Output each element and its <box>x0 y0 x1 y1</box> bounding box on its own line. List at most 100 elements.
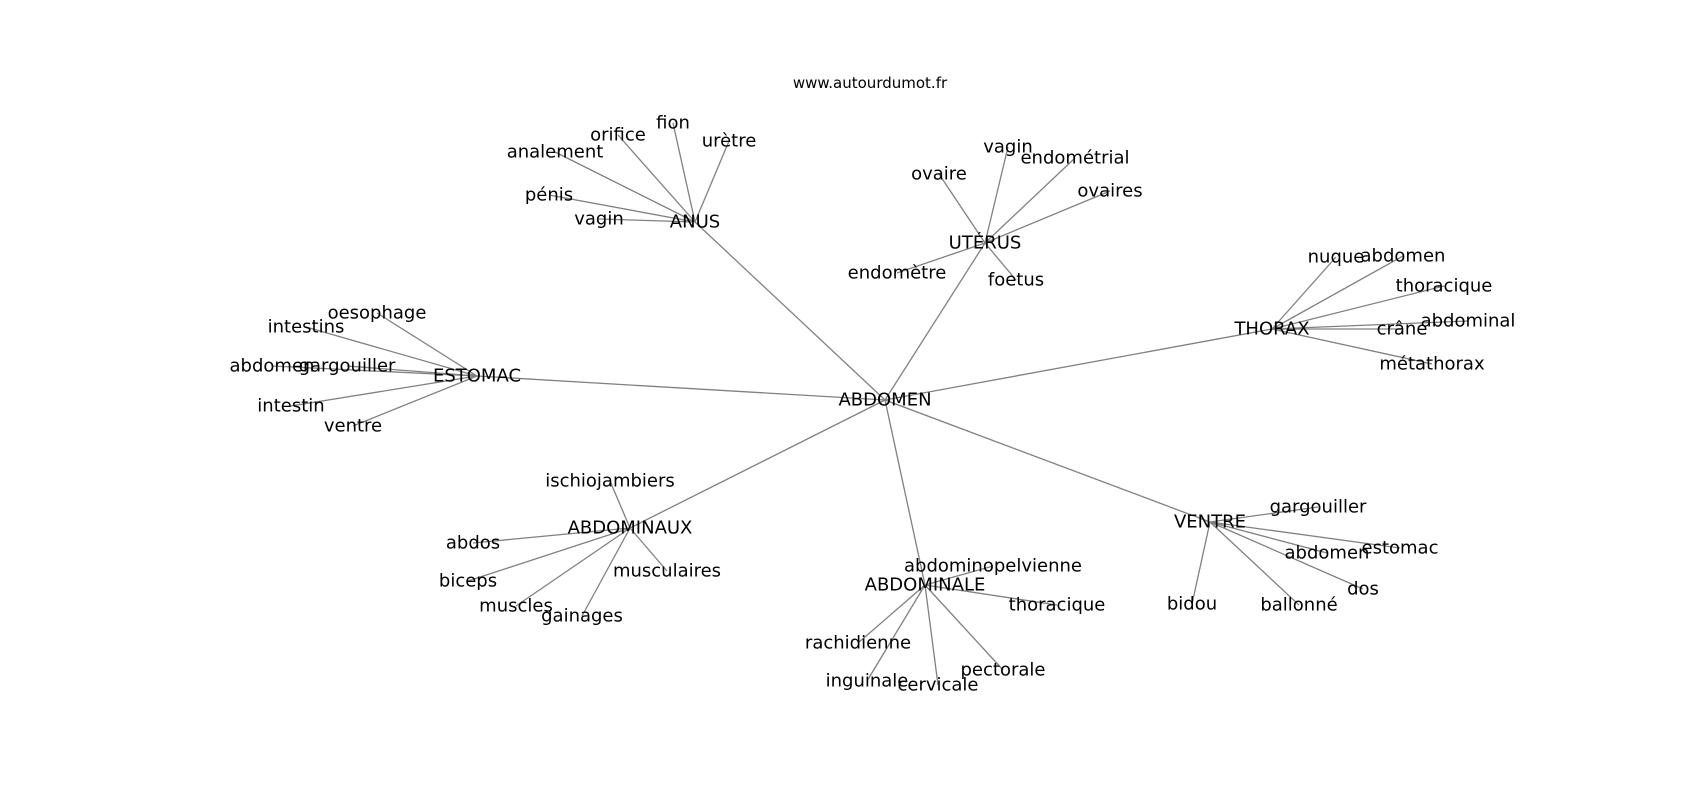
leaf-node-ventre-ballonne: ballonné <box>1260 595 1337 616</box>
leaf-node-abdominaux-musculaires: musculaires <box>613 561 721 582</box>
edge-anus-analement <box>554 151 696 223</box>
leaf-node-uterus-vagin: vagin <box>983 137 1033 158</box>
edge-abdominaux-musculaires <box>629 527 668 572</box>
edge-center-anus <box>694 221 886 401</box>
leaf-node-estomac-abdomen: abdomen <box>230 356 315 377</box>
edge-ventre-abdomen <box>1209 521 1328 554</box>
watermark: www.autourdumot.fr <box>793 74 948 92</box>
edge-abdominaux-gainages <box>581 527 631 617</box>
edge-center-uterus <box>884 242 986 401</box>
leaf-node-uterus-endometre: endomètre <box>848 263 947 284</box>
edge-abdominale-cervicale <box>924 584 939 686</box>
leaf-node-ventre-estomac: estomac <box>1362 538 1439 559</box>
edge-anus-fion <box>672 122 696 223</box>
edge-thorax-nuque <box>1271 256 1337 330</box>
leaf-node-abdominale-pectorale: pectorale <box>961 660 1046 681</box>
edge-ventre-dos <box>1209 521 1364 590</box>
hub-node-uterus: UTÉRUS <box>949 232 1022 254</box>
leaf-node-uterus-endometrial: endométrial <box>1020 148 1129 169</box>
leaf-node-abdominaux-ischiojambiers: ischiojambiers <box>545 471 675 492</box>
leaf-node-anus-penis: pénis <box>525 185 573 206</box>
edge-center-thorax <box>884 328 1273 401</box>
edge-abdominale-inguinale <box>866 584 926 682</box>
leaf-node-uterus-ovaires: ovaires <box>1077 181 1142 202</box>
hub-node-abdominale: ABDOMINALE <box>865 575 986 596</box>
graph-labels: ABDOMEN ANUS fion orifice urètre analement pén… <box>230 113 1516 696</box>
edge-estomac-ventre <box>352 375 478 427</box>
edge-uterus-vagin <box>984 146 1009 244</box>
edge-uterus-ovaire <box>938 173 986 244</box>
leaf-node-abdominale-inguinale: inguinale <box>826 671 909 692</box>
leaf-node-thorax-crane: crâne <box>1377 319 1428 340</box>
hub-node-anus: ANUS <box>670 212 720 233</box>
edge-thorax-thoracique <box>1271 285 1445 330</box>
edge-uterus-endometre <box>896 242 986 274</box>
edge-center-estomac <box>476 375 886 401</box>
leaf-node-thorax-abdominal: abdominal <box>1421 311 1516 332</box>
edge-abdominaux-muscles <box>515 527 631 607</box>
leaf-node-anus-uretre: urètre <box>702 131 757 152</box>
leaf-node-abdominaux-gainages: gainages <box>541 606 623 627</box>
edge-estomac-oesophage <box>376 312 478 377</box>
edge-center-abdominale <box>884 399 926 586</box>
leaf-node-anus-analement: analement <box>507 142 604 163</box>
edge-abdominaux-biceps <box>467 527 631 582</box>
edge-uterus-ovaires <box>984 190 1111 244</box>
edge-estomac-intestins <box>305 326 478 377</box>
leaf-node-estomac-ventre: ventre <box>324 416 382 437</box>
edge-estomac-abdomen <box>271 365 478 377</box>
edge-ventre-estomac <box>1209 521 1401 549</box>
center-node-label: ABDOMEN <box>838 390 931 411</box>
leaf-node-abdominaux-abdos: abdos <box>446 533 500 554</box>
graph-edges <box>271 122 1469 686</box>
edge-estomac-intestin <box>290 375 478 407</box>
edge-thorax-abdominal <box>1271 320 1469 330</box>
leaf-node-abdominale-abdominopelvienne: abdominopelvienne <box>904 556 1082 577</box>
leaf-node-estomac-intestin: intestin <box>257 396 324 417</box>
leaf-node-abdominale-thoracique: thoracique <box>1009 595 1106 616</box>
edge-abdominale-abdominopelvienne <box>924 565 994 586</box>
edge-abdominale-pectorale <box>924 584 1004 671</box>
edge-abdominaux-ischiojambiers <box>609 480 631 529</box>
edge-anus-orifice <box>617 134 696 223</box>
leaf-node-ventre-bidou: bidou <box>1167 594 1217 615</box>
leaf-node-uterus-foetus: foetus <box>988 270 1044 291</box>
edge-thorax-metathorax <box>1271 328 1433 365</box>
edge-uterus-foetus <box>984 242 1017 281</box>
edge-ventre-bidou <box>1191 521 1211 605</box>
hub-node-estomac: ESTOMAC <box>433 366 521 387</box>
leaf-node-uterus-ovaire: ovaire <box>911 164 967 185</box>
edge-estomac-gargouiller <box>346 365 478 377</box>
leaf-node-thorax-abdomen: abdomen <box>1361 246 1446 267</box>
edge-abdominaux-abdos <box>472 527 631 544</box>
edge-uterus-endometrial <box>984 157 1076 244</box>
edge-center-abdominaux <box>629 399 886 529</box>
leaf-node-anus-vagin: vagin <box>574 209 624 230</box>
leaf-node-thorax-nuque: nuque <box>1308 247 1365 268</box>
leaf-node-thorax-thoracique: thoracique <box>1396 276 1493 297</box>
edge-abdominale-thoracique <box>924 584 1058 606</box>
leaf-node-abdominale-cervicale: cervicale <box>897 675 978 696</box>
edge-anus-vagin <box>598 218 696 223</box>
leaf-node-anus-fion: fion <box>656 113 690 134</box>
edge-thorax-abdomen <box>1271 255 1404 330</box>
edge-ventre-ballonne <box>1209 521 1300 606</box>
leaf-node-estomac-oesophage: oesophage <box>328 303 427 324</box>
leaf-node-thorax-metathorax: métathorax <box>1379 354 1485 375</box>
leaf-node-ventre-abdomen: abdomen <box>1285 543 1370 564</box>
edge-anus-uretre <box>694 140 730 223</box>
leaf-node-ventre-dos: dos <box>1347 579 1379 600</box>
edge-anus-penis <box>548 194 696 223</box>
hub-node-thorax: THORAX <box>1233 319 1309 340</box>
leaf-node-abdominaux-muscles: muscles <box>479 596 553 617</box>
leaf-node-ventre-gargouiller: gargouiller <box>1270 497 1367 518</box>
hub-node-ventre: VENTRE <box>1174 512 1246 533</box>
leaf-node-estomac-gargouiller: gargouiller <box>299 356 396 377</box>
leaf-node-abdominaux-biceps: biceps <box>439 571 497 592</box>
leaf-node-estomac-intestins: intestins <box>268 317 345 338</box>
leaf-node-anus-orifice: orifice <box>590 125 646 146</box>
edge-center-ventre <box>884 399 1211 523</box>
edge-abdominale-rachidienne <box>857 584 926 644</box>
edge-ventre-gargouiller <box>1209 506 1319 523</box>
